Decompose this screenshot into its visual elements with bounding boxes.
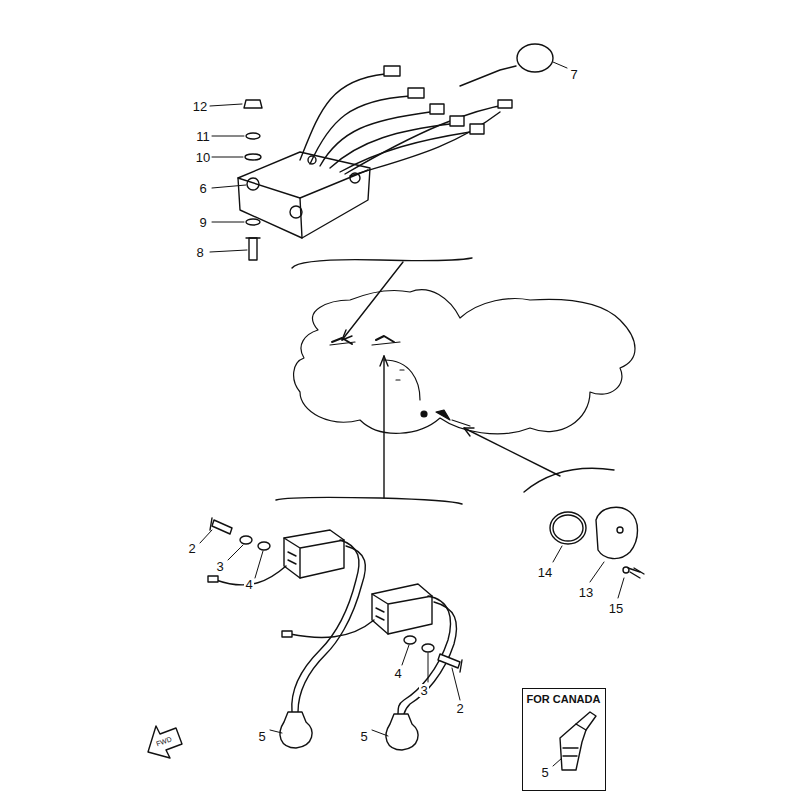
cdi-hardware: [244, 100, 262, 260]
region-heading: FOR CANADA: [523, 689, 605, 705]
callout-number: 14: [537, 566, 553, 579]
region-box: FOR CANADA: [522, 688, 606, 791]
cdi-unit: [238, 44, 553, 238]
callout-number: 7: [569, 68, 578, 81]
canada-cap: [560, 712, 596, 770]
callout-number: 5: [359, 730, 368, 743]
callout-number: 6: [198, 182, 207, 195]
leader-lines: [210, 62, 567, 252]
callout-number: 9: [198, 216, 207, 229]
callout-number: 11: [195, 130, 211, 143]
callout-number: 4: [393, 667, 402, 680]
callout-number: 13: [578, 586, 594, 599]
callout-number: 5: [540, 766, 549, 779]
callout-number: 15: [608, 602, 624, 615]
ignition-coils: [208, 518, 462, 750]
callout-number: 3: [419, 684, 428, 697]
callout-number: 2: [187, 542, 196, 555]
motorcycle-outline: [294, 290, 635, 434]
callout-number: 8: [195, 246, 204, 259]
callout-number: 4: [244, 578, 253, 591]
pointer-lines: [276, 356, 614, 504]
callout-number: 12: [192, 100, 208, 113]
callout-number: 3: [215, 560, 224, 573]
pickup-cover: [550, 507, 644, 578]
leader-lines: [200, 530, 624, 766]
direction-mark: FWD: [154, 735, 173, 748]
fwd-arrow: [148, 726, 182, 758]
callout-number: 5: [257, 730, 266, 743]
callout-number: 10: [195, 151, 211, 164]
callout-number: 2: [455, 702, 464, 715]
